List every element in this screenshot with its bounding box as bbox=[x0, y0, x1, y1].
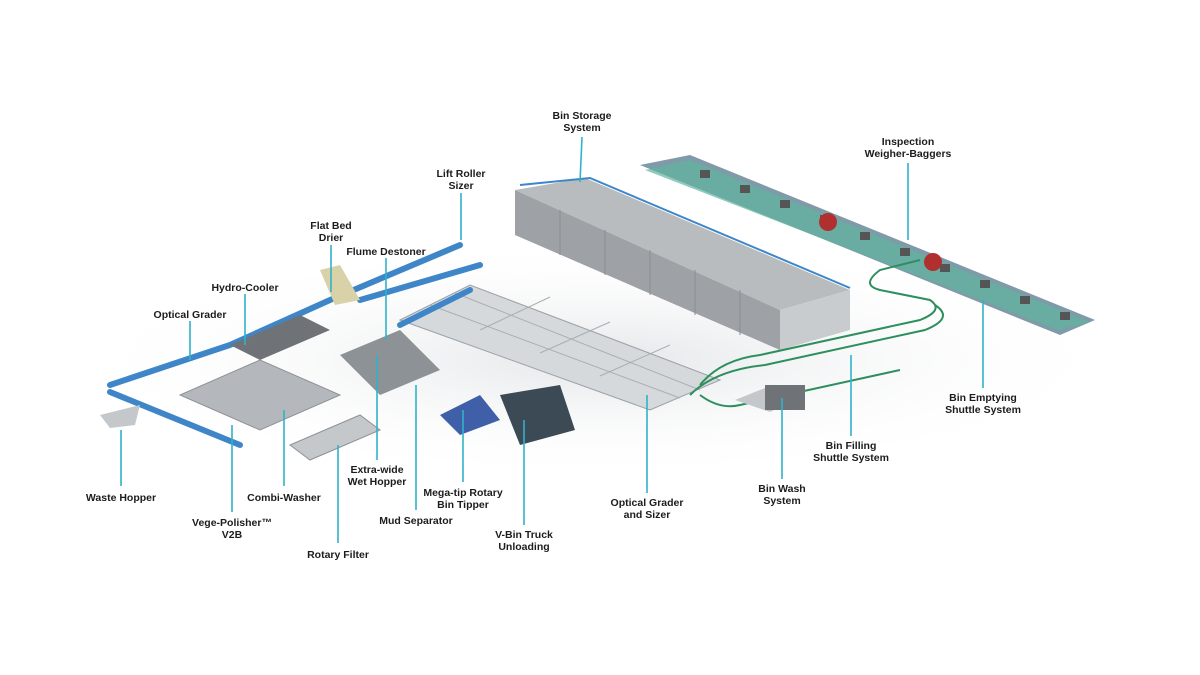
label-line: Rotary Filter bbox=[307, 549, 369, 561]
label-line: V2B bbox=[221, 529, 243, 541]
label-mud-separator: Mud Separator bbox=[379, 515, 453, 527]
shuttle-rails bbox=[689, 259, 944, 408]
label-waste-hopper: Waste Hopper bbox=[86, 492, 156, 504]
label-line: Weigher-Baggers bbox=[864, 148, 952, 160]
label-line: Flume Destoner bbox=[346, 246, 426, 258]
leader-lines bbox=[120, 136, 984, 543]
label-line: Bin Filling bbox=[825, 440, 877, 452]
label-line: Bin Emptying bbox=[949, 392, 1017, 404]
label-line: Flat Bed bbox=[310, 220, 352, 232]
label-line: System bbox=[763, 495, 801, 507]
label-optical-grader: Optical Grader bbox=[154, 309, 227, 321]
blue-conveyors bbox=[107, 242, 483, 448]
label-line: Hydro-Cooler bbox=[211, 282, 279, 294]
label-line: Shuttle System bbox=[813, 452, 889, 464]
sizer-grid bbox=[398, 284, 722, 411]
label-line: Sizer bbox=[448, 180, 474, 192]
label-line: Inspection bbox=[881, 136, 935, 148]
label-line: V-Bin Truck bbox=[495, 529, 553, 541]
label-line: Combi-Washer bbox=[247, 492, 321, 504]
label-hydro: Hydro-Cooler bbox=[211, 282, 278, 294]
label-combi-washer: Combi-Washer bbox=[247, 492, 321, 504]
label-line: Vege-Polisher™ bbox=[192, 517, 272, 529]
label-line: Waste Hopper bbox=[85, 492, 157, 504]
bin-wash-machine bbox=[735, 385, 805, 412]
label-rotary-filter: Rotary Filter bbox=[307, 549, 369, 561]
label-line: Optical Grader bbox=[610, 497, 684, 509]
label-line: Unloading bbox=[498, 541, 550, 553]
weigher-bagger-line bbox=[640, 155, 1095, 335]
label-line: System bbox=[563, 122, 601, 134]
label-line: Mud Separator bbox=[379, 515, 453, 527]
label-line: Bin Wash bbox=[758, 483, 806, 495]
label-line: Extra-wide bbox=[350, 464, 404, 476]
label-line: Drier bbox=[318, 232, 344, 244]
wash-line-machines bbox=[100, 265, 575, 461]
label-line: and Sizer bbox=[623, 509, 671, 521]
bin-storage-block bbox=[515, 176, 851, 350]
label-line: Shuttle System bbox=[945, 404, 1021, 416]
label-line: Wet Hopper bbox=[347, 476, 407, 488]
label-line: Bin Storage bbox=[552, 110, 612, 122]
label-line: Optical Grader bbox=[153, 309, 227, 321]
label-flume: Flume Destoner bbox=[346, 246, 425, 258]
label-line: Lift Roller bbox=[436, 168, 486, 180]
label-line: Bin Tipper bbox=[437, 499, 489, 511]
label-line: Mega-tip Rotary bbox=[423, 487, 503, 499]
